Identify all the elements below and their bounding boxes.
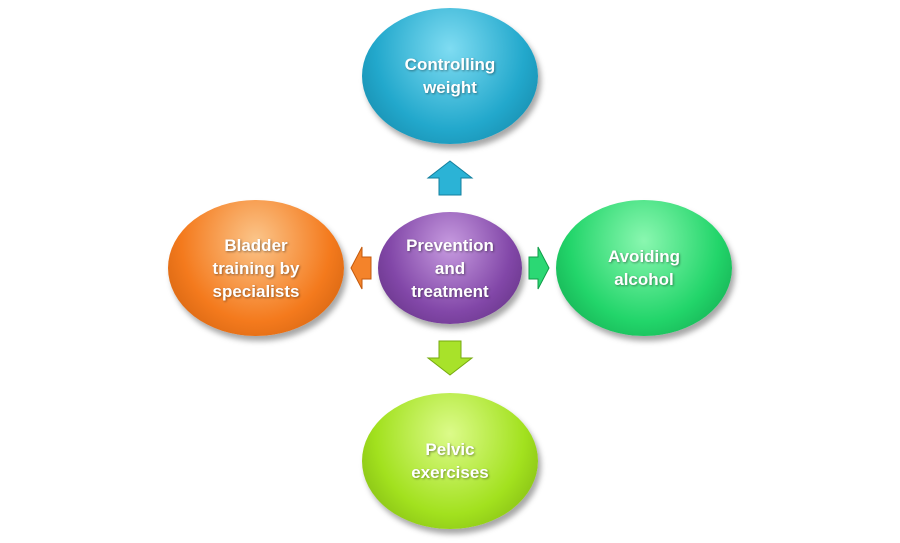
node-label: Bladder training by specialists bbox=[212, 235, 300, 301]
node-label: Prevention and treatment bbox=[406, 235, 494, 301]
node-label: Controlling weight bbox=[404, 55, 496, 97]
arrow-up-icon bbox=[426, 160, 474, 196]
node-label: Avoiding alcohol bbox=[607, 247, 681, 289]
arrow-right-icon bbox=[528, 246, 550, 290]
arrow-left-icon bbox=[350, 246, 372, 290]
node-bladder-training: Bladder training by specialists bbox=[168, 200, 344, 336]
node-label: Pelvic exercises bbox=[411, 440, 489, 482]
node-controlling-weight: Controlling weight bbox=[362, 8, 538, 144]
arrow-down-icon bbox=[426, 340, 474, 376]
node-pelvic-exercises: Pelvic exercises bbox=[362, 393, 538, 529]
node-prevention-treatment: Prevention and treatment bbox=[378, 212, 522, 324]
node-avoiding-alcohol: Avoiding alcohol bbox=[556, 200, 732, 336]
